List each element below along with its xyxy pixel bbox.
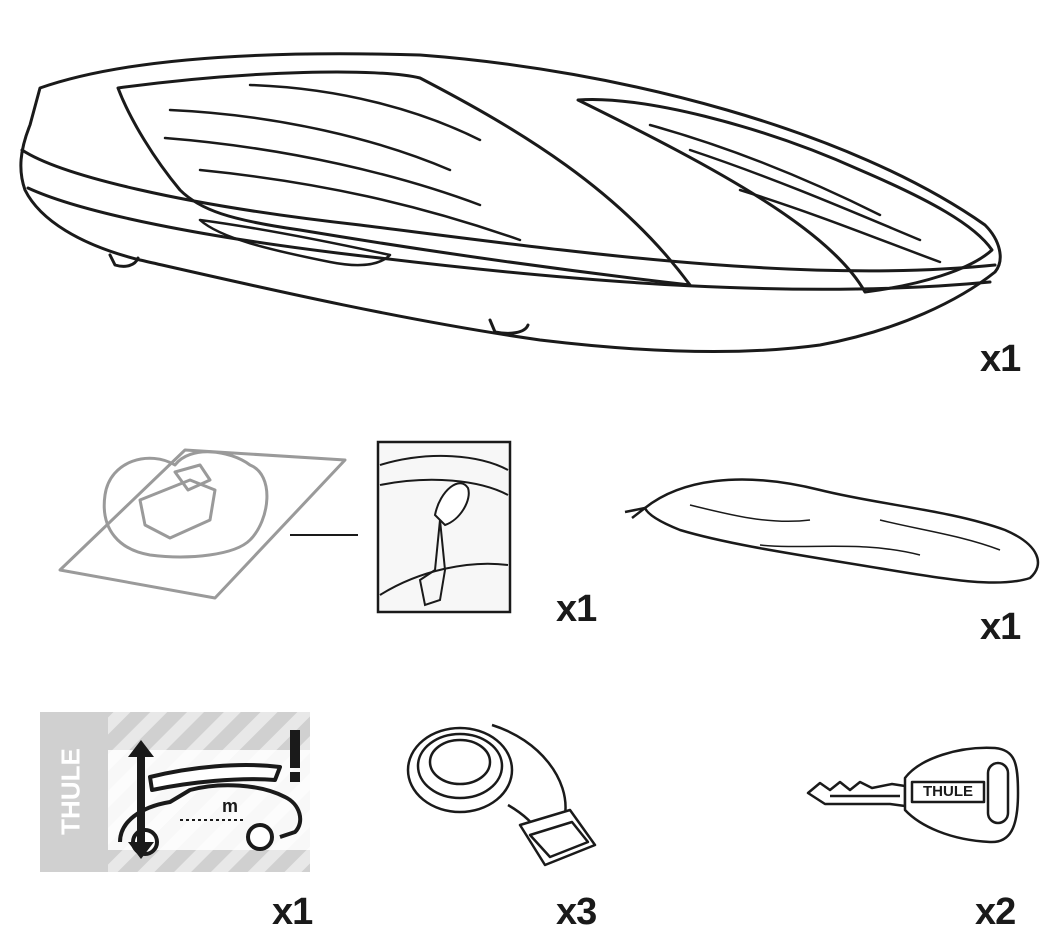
height-warning-graphic bbox=[108, 712, 310, 872]
key-quantity: x2 bbox=[975, 891, 1016, 933]
strap-illustration bbox=[406, 723, 597, 867]
height-warning-sticker: THULE m bbox=[40, 712, 310, 872]
key-brand-text: THULE bbox=[923, 783, 973, 800]
sticker-measure-label: m bbox=[222, 796, 239, 816]
sticker-brand-text: THULE bbox=[55, 748, 86, 835]
protective-cover-illustration bbox=[624, 478, 1040, 584]
height-warning-sticker-quantity: x1 bbox=[272, 891, 313, 933]
roof-box-quantity: x1 bbox=[980, 338, 1021, 380]
key-graphic bbox=[806, 746, 1020, 844]
key-illustration: THULE bbox=[800, 738, 1020, 848]
mounting-kit-quantity: x1 bbox=[556, 588, 597, 630]
mounting-kit-illustration bbox=[58, 440, 512, 614]
protective-cover-quantity: x1 bbox=[980, 606, 1021, 648]
strap-quantity: x3 bbox=[556, 891, 597, 933]
roof-box-illustration bbox=[19, 52, 1002, 353]
